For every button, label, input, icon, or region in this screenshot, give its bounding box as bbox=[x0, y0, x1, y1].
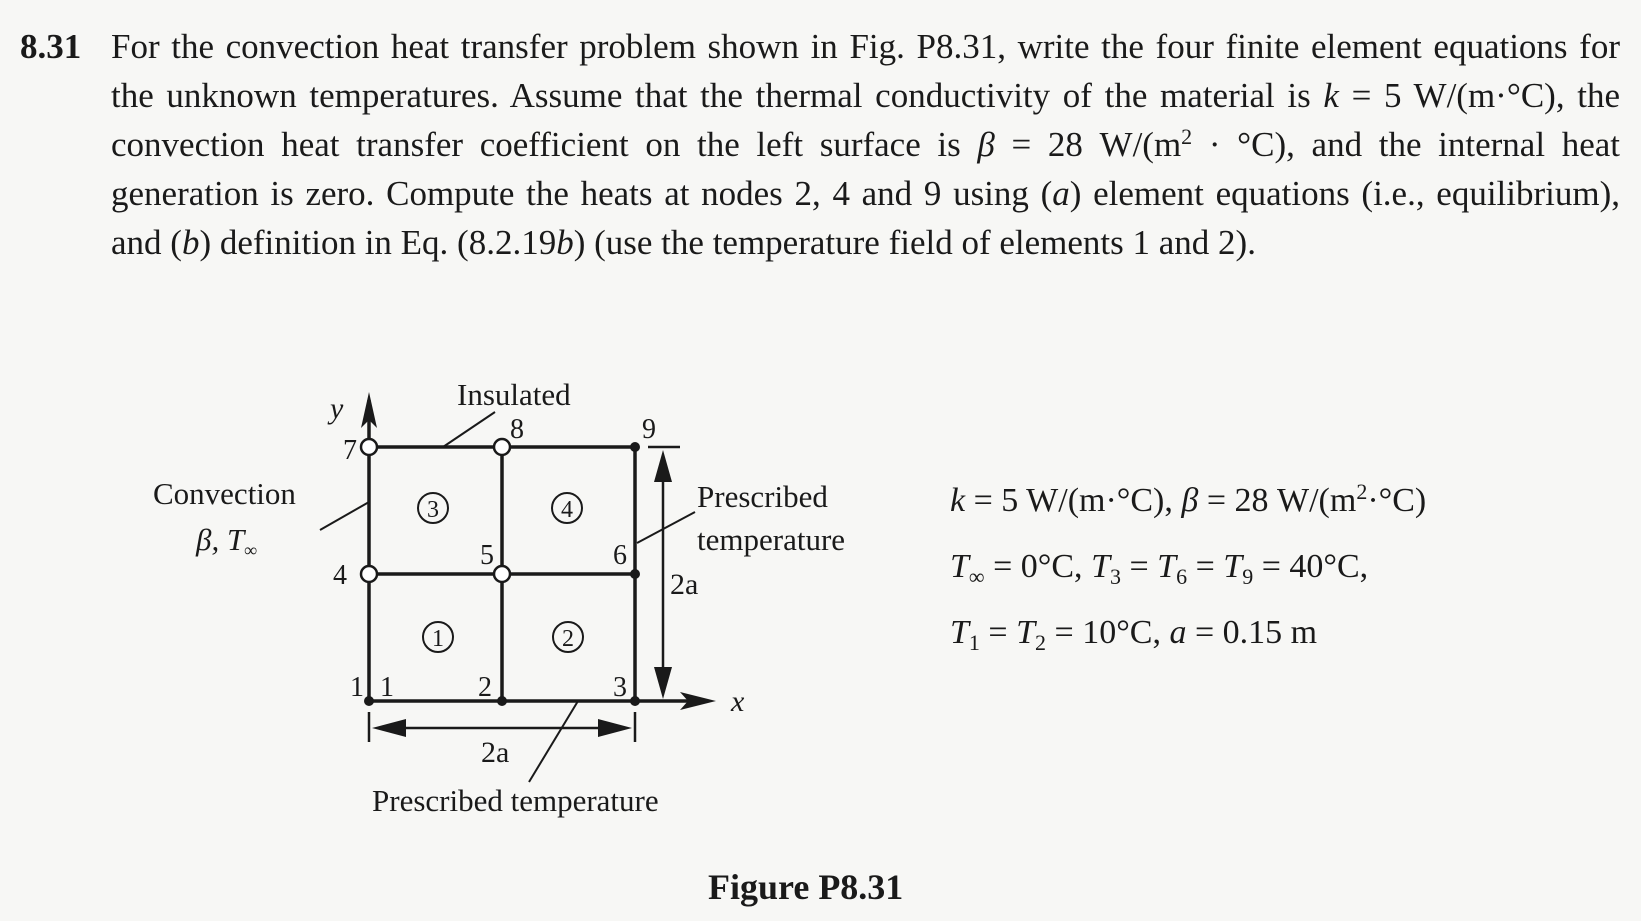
node-7-marker bbox=[359, 437, 379, 457]
y-axis-label: y bbox=[327, 392, 344, 425]
element-3-number: 3 bbox=[427, 497, 439, 523]
height-dimension bbox=[648, 445, 680, 699]
width-dim-arrow-left bbox=[372, 719, 406, 737]
param-t12-value: = 10°C, bbox=[1046, 614, 1170, 651]
element-1-circle bbox=[422, 621, 454, 653]
node-3-marker bbox=[630, 696, 640, 706]
insulated-leader bbox=[442, 411, 496, 448]
node-7-label: 7 bbox=[343, 435, 357, 466]
param-beta-unit-tail: ·°C) bbox=[1367, 482, 1427, 519]
node-9-label: 9 bbox=[642, 414, 656, 445]
prescribed-nodes bbox=[364, 442, 640, 706]
given-parameters: k = 5 W/(m·°C), β = 28 W/(m2·°C) T∞ = 0°… bbox=[950, 468, 1426, 666]
param-beta-exponent: 2 bbox=[1356, 479, 1368, 504]
node-1-marker bbox=[364, 696, 374, 706]
height-dim-arrow-down bbox=[654, 667, 672, 699]
param-t369-value: = 40°C, bbox=[1253, 548, 1369, 585]
param-beta-value: = 28 W/(m bbox=[1198, 482, 1357, 519]
param-t6-symbol: T bbox=[1157, 548, 1177, 585]
height-dimension-label: 2a bbox=[670, 568, 698, 601]
params-line-1: k = 5 W/(m·°C), β = 28 W/(m2·°C) bbox=[950, 468, 1426, 534]
prescribed-right-leader bbox=[636, 511, 696, 544]
params-line-2: T∞ = 0°C, T3 = T6 = T9 = 40°C, bbox=[950, 534, 1426, 600]
convection-leader bbox=[319, 501, 370, 531]
element-2-circle bbox=[552, 621, 584, 653]
node-8-label: 8 bbox=[510, 414, 524, 445]
param-k-symbol: k bbox=[950, 482, 966, 519]
x-axis-label: x bbox=[730, 685, 745, 718]
param-tinf-value: = 0°C, bbox=[984, 548, 1092, 585]
convection-label: Convection bbox=[153, 476, 296, 511]
element-2-number: 2 bbox=[562, 626, 574, 652]
problem-number: 8.31 bbox=[20, 27, 82, 66]
param-t9-symbol: T bbox=[1223, 548, 1243, 585]
param-t1-symbol: T bbox=[950, 614, 969, 651]
param-t3-symbol: T bbox=[1091, 548, 1110, 585]
width-dim-arrow-right bbox=[598, 719, 632, 737]
node-4-label: 4 bbox=[333, 560, 347, 591]
node-1-label-a: 1 bbox=[350, 672, 364, 703]
element-4-circle bbox=[551, 492, 583, 524]
param-t6-sub: 6 bbox=[1176, 564, 1188, 589]
eq-b-symbol: b bbox=[556, 223, 574, 262]
width-dimension-label: 2a bbox=[481, 736, 509, 769]
convection-params-label: β, T∞ bbox=[195, 522, 257, 560]
unknown-nodes bbox=[359, 437, 512, 584]
param-t9-sub: 9 bbox=[1242, 564, 1254, 589]
insulated-label: Insulated bbox=[457, 377, 571, 412]
param-eq-sign: = bbox=[979, 614, 1017, 651]
param-beta-symbol: β bbox=[1181, 482, 1199, 519]
problem-sentence-2: · °C), and the internal heat generation … bbox=[111, 125, 1620, 213]
width-dimension bbox=[367, 712, 637, 742]
param-t3-sub: 3 bbox=[1109, 564, 1121, 589]
x-axis-arrow bbox=[680, 692, 716, 710]
node-2-label: 2 bbox=[478, 672, 492, 703]
problem-sentence-3: ) element equations (i.e., equilibrium),… bbox=[111, 174, 1620, 262]
param-tinf-sub: ∞ bbox=[968, 564, 985, 589]
node-4-marker bbox=[359, 564, 379, 584]
node-9-marker bbox=[630, 442, 640, 452]
y-axis-arrow bbox=[361, 392, 377, 428]
beta-symbol: β bbox=[977, 125, 995, 164]
height-dim-arrow-up bbox=[654, 450, 672, 482]
param-t1-sub: 1 bbox=[968, 630, 980, 655]
problem-statement: 8.31 For the convection heat transfer pr… bbox=[20, 22, 1620, 267]
prescribed-bottom-leader bbox=[528, 700, 579, 783]
beta-exponent: 2 bbox=[1181, 124, 1193, 149]
problem-sentence-5: ) (use the temperature field of elements… bbox=[573, 223, 1256, 262]
node-1-label-b: 1 bbox=[380, 672, 394, 703]
prescribed-bottom-label: Prescribed temperature bbox=[372, 783, 659, 818]
node-5-marker bbox=[492, 564, 512, 584]
problem-sentence-1: For the convection heat transfer problem… bbox=[111, 27, 1620, 115]
param-t2-symbol: T bbox=[1016, 614, 1036, 651]
k-symbol: k bbox=[1323, 76, 1339, 115]
prescribed-right-label-2: temperature bbox=[697, 522, 845, 557]
node-5-label: 5 bbox=[480, 540, 494, 571]
node-6-marker bbox=[630, 569, 640, 579]
beta-value: = 28 W/(m bbox=[994, 125, 1182, 164]
node-3-label: 3 bbox=[613, 672, 627, 703]
param-eq-sign: = bbox=[1120, 548, 1158, 585]
params-line-3: T1 = T2 = 10°C, a = 0.15 m bbox=[950, 600, 1426, 666]
figure-caption: Figure P8.31 bbox=[708, 867, 904, 907]
part-b-symbol: b bbox=[181, 223, 200, 262]
node-2-marker bbox=[497, 696, 507, 706]
prescribed-right-label-1: Prescribed bbox=[697, 479, 828, 514]
element-1-number: 1 bbox=[432, 626, 444, 652]
node-6-label: 6 bbox=[613, 540, 627, 571]
element-3-circle bbox=[417, 492, 449, 524]
param-a-value: = 0.15 m bbox=[1186, 614, 1318, 651]
param-t2-sub: 2 bbox=[1035, 630, 1047, 655]
k-value: = 5 W/(m·°C), the convection heat transf… bbox=[111, 76, 1621, 164]
problem-text: For the convection heat transfer problem… bbox=[111, 22, 1620, 267]
problem-sentence-4: ) definition in Eq. (8.2.19 bbox=[199, 223, 557, 262]
part-a-symbol: a bbox=[1052, 174, 1070, 213]
param-a-symbol: a bbox=[1169, 614, 1187, 651]
node-8-marker bbox=[492, 437, 512, 457]
param-tinf-symbol: T bbox=[950, 548, 969, 585]
element-4-number: 4 bbox=[561, 497, 573, 523]
param-eq-sign: = bbox=[1187, 548, 1224, 585]
param-k-value: = 5 W/(m·°C), bbox=[965, 482, 1182, 519]
